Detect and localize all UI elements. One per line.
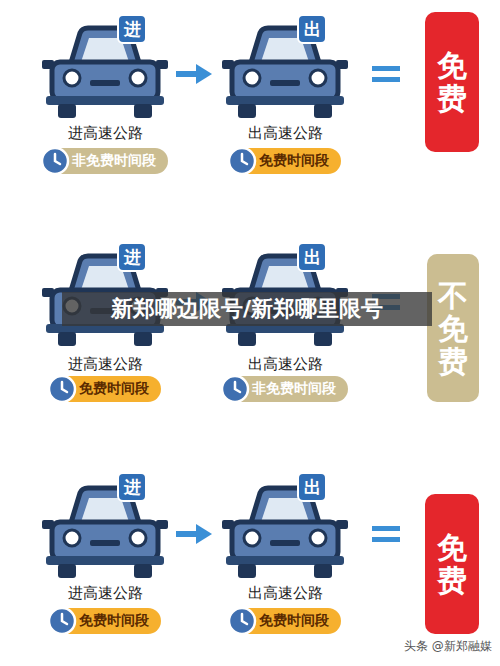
badge-text: 进 xyxy=(124,18,141,41)
period-text: 免费时间段 xyxy=(79,380,149,398)
clock-icon xyxy=(227,146,257,176)
entry-exit-badge: 出 xyxy=(297,14,327,44)
clock-icon xyxy=(47,374,77,404)
equals-sign xyxy=(372,526,400,542)
badge-text: 出 xyxy=(304,246,321,269)
car-icon xyxy=(42,488,168,578)
result-box: 不免费 xyxy=(427,254,479,402)
title-banner: 新郑哪边限号/新郑哪里限号 xyxy=(62,292,432,326)
car-icon xyxy=(42,28,168,118)
arrow-icon xyxy=(176,64,212,84)
road-label: 进高速公路 xyxy=(68,355,143,374)
result-text: 不免费 xyxy=(438,279,468,378)
entry-exit-badge: 出 xyxy=(297,242,327,272)
period-text: 免费时间段 xyxy=(259,612,329,630)
road-label: 出高速公路 xyxy=(248,355,323,374)
result-text: 免费 xyxy=(437,49,467,115)
road-label: 出高速公路 xyxy=(248,584,323,603)
time-period-pill: 免费时间段 xyxy=(49,376,161,402)
badge-text: 进 xyxy=(124,476,141,499)
road-label: 进高速公路 xyxy=(68,124,143,143)
road-label: 出高速公路 xyxy=(248,124,323,143)
time-period-pill: 免费时间段 xyxy=(229,148,341,174)
period-text: 免费时间段 xyxy=(259,152,329,170)
time-period-pill: 免费时间段 xyxy=(49,608,161,634)
entry-exit-badge: 出 xyxy=(297,472,327,502)
time-period-pill: 非免费时间段 xyxy=(42,148,168,174)
badge-text: 进 xyxy=(124,246,141,269)
entry-exit-badge: 进 xyxy=(117,472,147,502)
period-text: 免费时间段 xyxy=(79,612,149,630)
equals-sign xyxy=(372,66,400,82)
title-text: 新郑哪边限号/新郑哪里限号 xyxy=(72,296,422,322)
clock-icon xyxy=(220,374,250,404)
road-label: 进高速公路 xyxy=(68,584,143,603)
badge-text: 出 xyxy=(304,476,321,499)
result-text: 免费 xyxy=(437,531,467,597)
result-box: 免费 xyxy=(425,12,479,152)
period-text: 非免费时间段 xyxy=(252,380,336,398)
watermark: 头条 @新郑融媒 xyxy=(404,638,492,655)
car-icon xyxy=(222,488,348,578)
time-period-pill: 非免费时间段 xyxy=(222,376,348,402)
car-icon xyxy=(222,28,348,118)
period-text: 非免费时间段 xyxy=(72,152,156,170)
arrow-icon xyxy=(176,524,212,544)
clock-icon xyxy=(47,606,77,636)
entry-exit-badge: 进 xyxy=(117,14,147,44)
clock-icon xyxy=(227,606,257,636)
entry-exit-badge: 进 xyxy=(117,242,147,272)
time-period-pill: 免费时间段 xyxy=(229,608,341,634)
badge-text: 出 xyxy=(304,18,321,41)
clock-icon xyxy=(40,146,70,176)
result-box: 免费 xyxy=(425,494,479,634)
